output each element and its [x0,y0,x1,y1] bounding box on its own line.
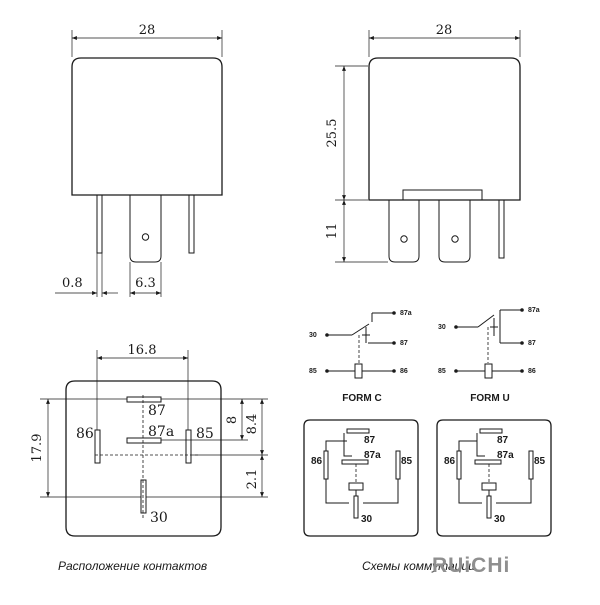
form-u-pin-30: 30 [438,324,446,331]
dim-8-4-label: 8.4 [245,414,260,435]
pin-86-label: 86 [76,426,94,442]
pin-87-label: 87 [148,403,166,419]
form-u-pin-87a: 87a [528,307,540,314]
form-c-pin-87: 87 [400,340,408,347]
pin-87a [126,437,162,444]
brand-logo: RUiCHi [432,554,510,577]
height-label: 25.5 [325,119,340,148]
form-c-box-87a: 87a [364,450,381,461]
form-u-pin-87: 87 [528,340,536,347]
pin-30-label: 30 [150,510,168,526]
form-u-pin-85: 85 [438,368,446,375]
pin-spacing-v-label: 17.9 [30,434,45,463]
form-c-pin-30: 30 [309,332,317,339]
form-u-box-30: 30 [494,514,506,525]
form-c-label: FORM C [342,393,381,404]
form-c-box-87: 87 [364,435,376,446]
form-c-pin-86: 86 [400,368,408,375]
form-u-box-87a: 87a [497,450,514,461]
dim-8-label: 8 [225,416,240,424]
pin-86 [94,429,101,464]
side-width-label: 28 [436,23,453,38]
form-u-box-diagram: 87 87a 86 85 30 [436,419,552,537]
form-c-box-30: 30 [361,514,373,525]
form-u-box-87: 87 [497,435,509,446]
form-u-box-86: 86 [444,456,456,467]
form-c-box-86: 86 [311,456,323,467]
front-view: 28 0.8 6.3 [55,23,223,297]
form-c-schematic: 30 87a 87 85 86 FORM C [309,310,412,404]
pin-87 [126,396,162,403]
pin-length-label: 11 [325,223,340,240]
front-width-label: 28 [139,23,156,38]
form-c-pin-87a: 87a [400,310,412,317]
pin-85 [185,429,192,464]
form-c-box-diagram: 87 87a 86 85 30 [303,419,419,537]
side-view: 28 25.5 11 [325,23,521,263]
pin-thickness-label: 0.8 [62,276,83,291]
pin-87a-label: 87a [148,424,174,440]
form-u-schematic: 30 87a 87 85 86 FORM U [438,307,540,404]
caption-pin-layout: Расположение контактов [58,559,207,573]
pin-85-label: 85 [196,426,214,442]
pin-30 [140,479,147,514]
pin-width-label: 6.3 [135,276,156,291]
form-c-pin-85: 85 [309,368,317,375]
form-u-pin-86: 86 [528,368,536,375]
caption-schematics: Схемы коммутации [362,559,475,573]
form-c-box-85: 85 [401,456,413,467]
form-u-label: FORM U [470,393,509,404]
dim-2-1-label: 2.1 [245,469,260,490]
form-u-box-85: 85 [534,456,546,467]
pin-spacing-h-label: 16.8 [128,343,157,358]
pin-layout-view: 87 87a 86 85 30 16.8 17.9 8 8.4 2.1 [30,343,268,537]
